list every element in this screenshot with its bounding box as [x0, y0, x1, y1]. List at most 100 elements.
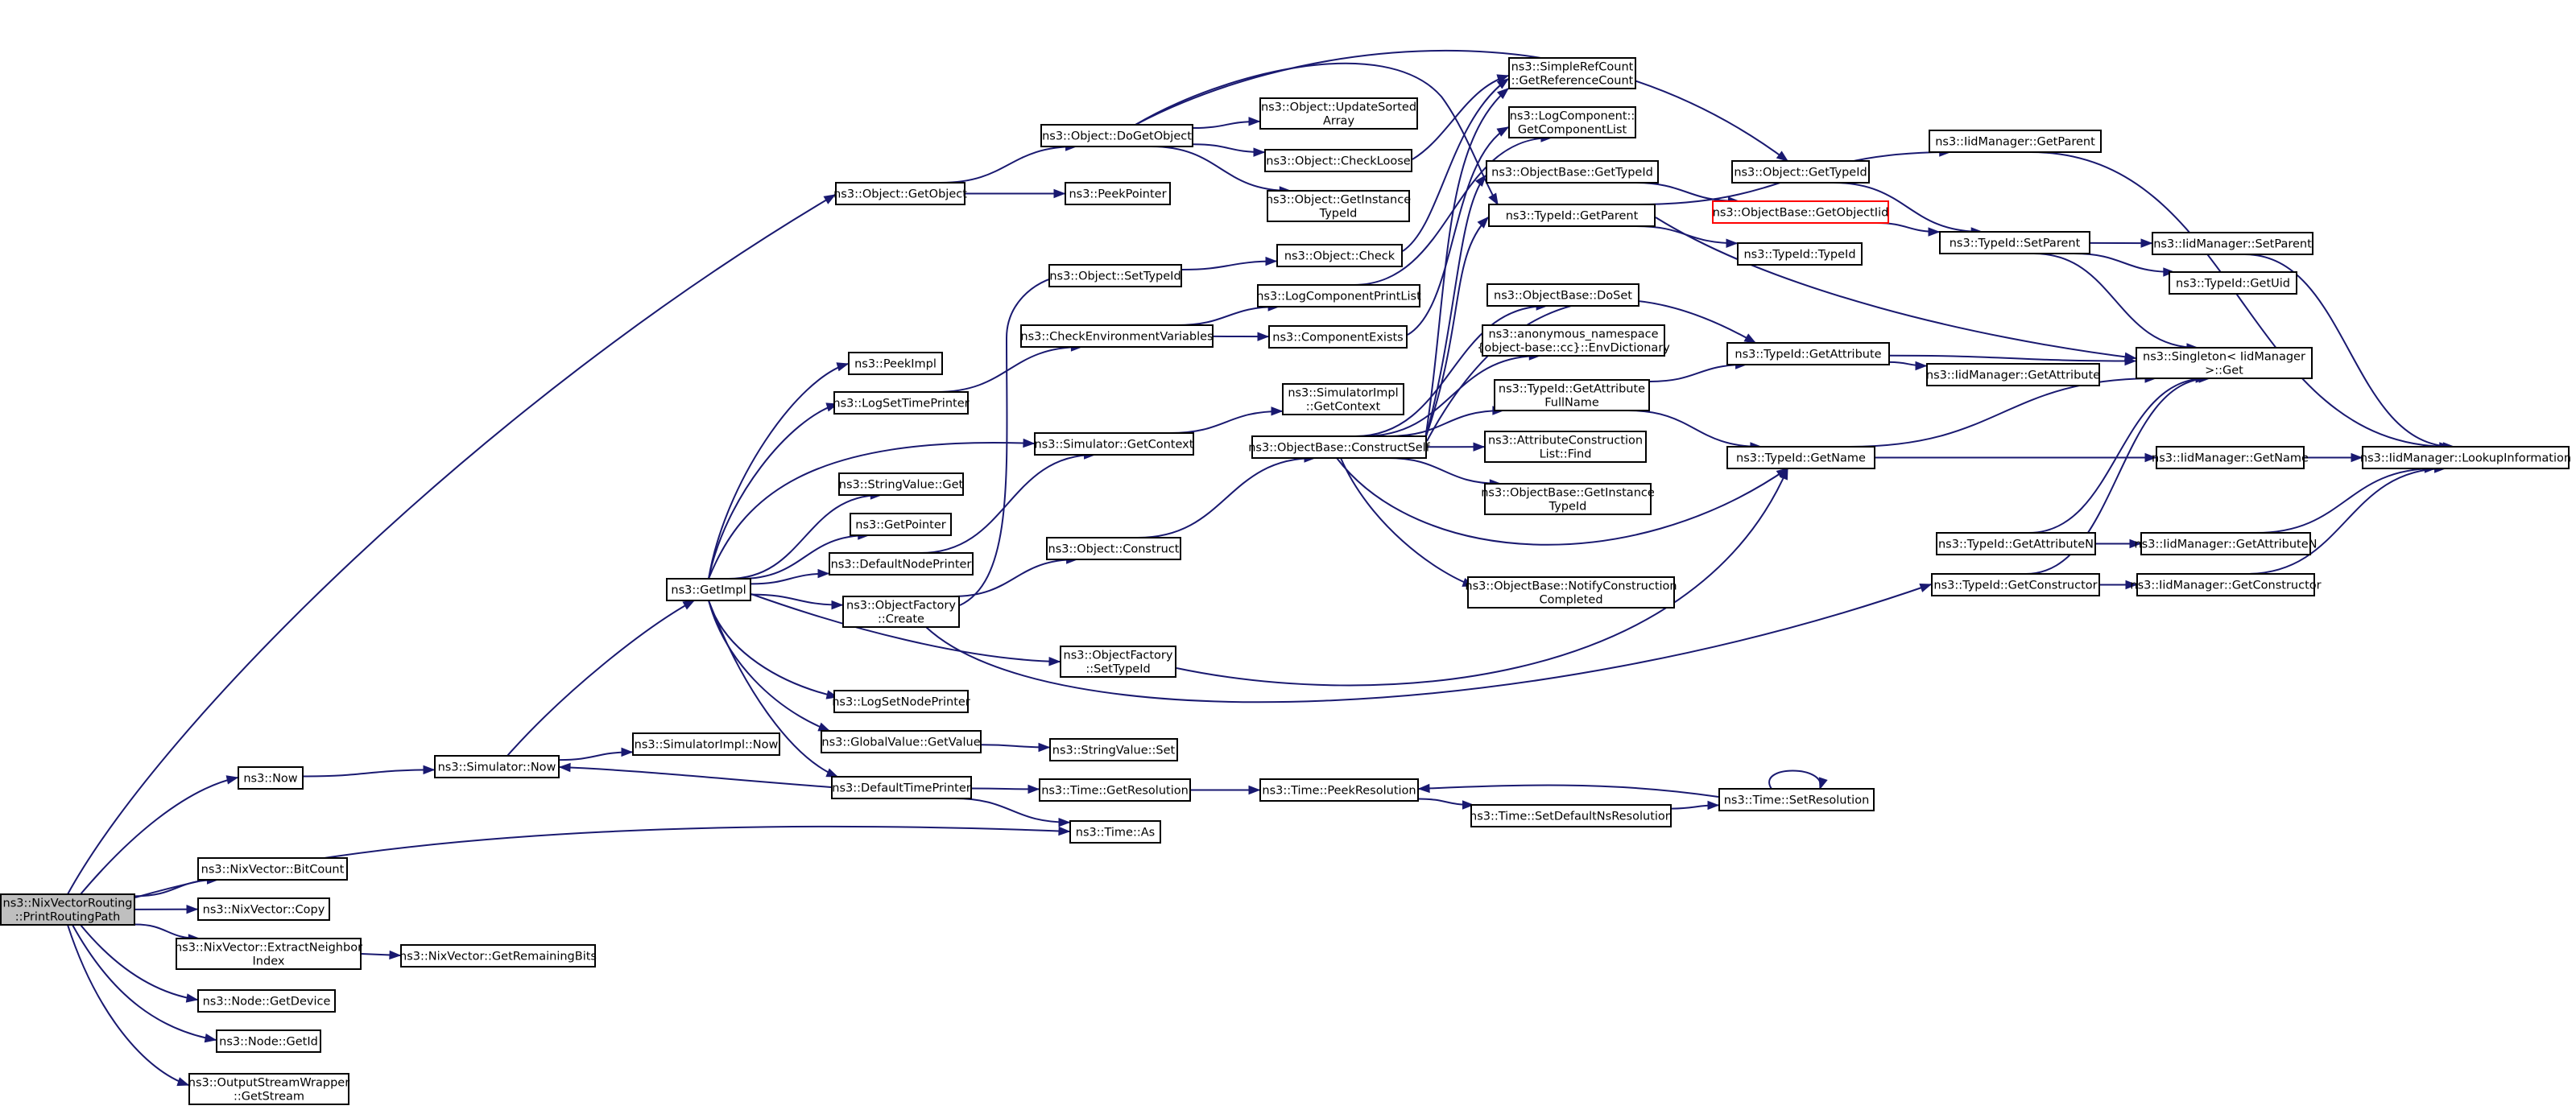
function-node-envdict[interactable]: ns3::anonymous_namespace{object-base::cc… [1477, 324, 1670, 357]
node-label: ns3::CheckEnvironmentVariables [1020, 331, 1213, 344]
edge-line [952, 559, 1077, 597]
function-node-peekimpl[interactable]: ns3::PeekImpl [848, 352, 943, 375]
function-node-dogetobject[interactable]: ns3::Object::DoGetObject [1040, 124, 1193, 147]
node-label: ns3::LogSetNodePrinter [832, 696, 970, 709]
function-node-factorysettypeid[interactable]: ns3::ObjectFactory::SetTypeId [1060, 646, 1176, 678]
function-node-typeid-getparent[interactable]: ns3::TypeId::GetParent [1488, 204, 1656, 227]
function-node-gvgetvalue[interactable]: ns3::GlobalValue::GetValue [821, 730, 982, 753]
function-node-defaulttimeprinter[interactable]: ns3::DefaultTimePrinter [831, 776, 972, 799]
function-node-remaining[interactable]: ns3::NixVector::GetRemainingBits [399, 944, 597, 968]
function-node-objbase-gettypeid[interactable]: ns3::ObjectBase::GetTypeId [1486, 160, 1659, 184]
node-label: ns3::Object::UpdateSorted [1261, 101, 1416, 114]
function-node-iid-getname[interactable]: ns3::IidManager::GetName [2152, 446, 2309, 469]
call-edge [941, 142, 1077, 184]
edge-arrowhead [1477, 216, 1489, 229]
node-label: >::Get [2205, 365, 2243, 378]
function-node-stringvalueget[interactable]: ns3::StringValue::Get [838, 472, 964, 496]
function-node-checkenv[interactable]: ns3::CheckEnvironmentVariables [1020, 324, 1214, 348]
node-box [1486, 283, 1639, 307]
function-node-defaultnodeprinter[interactable]: ns3::DefaultNodePrinter [829, 552, 974, 576]
function-node-iid-getattribute[interactable]: ns3::IidManager::GetAttribute [1926, 363, 2100, 386]
function-node-setresolution[interactable]: ns3::Time::SetResolution [1718, 788, 1875, 811]
function-node-peekresolution[interactable]: ns3::Time::PeekResolution [1259, 778, 1419, 802]
function-node-getid[interactable]: ns3::Node::GetId [216, 1029, 321, 1053]
function-node-getobjectiid[interactable]: ns3::ObjectBase::GetObjectIid [1712, 200, 1889, 224]
node-label: ns3::Object::SetTypeId [1049, 270, 1180, 283]
function-node-settypeid[interactable]: ns3::Object::SetTypeId [1048, 264, 1182, 287]
node-box [1731, 160, 1870, 184]
function-node-nixcopy[interactable]: ns3::NixVector::Copy [197, 897, 330, 921]
function-node-singleton[interactable]: ns3::Singleton< IidManager >::Get [2136, 347, 2313, 379]
function-node-getobject[interactable]: ns3::Object::GetObject [833, 182, 967, 205]
function-node-timeas[interactable]: ns3::Time::As [1069, 820, 1161, 844]
function-node-getattributen[interactable]: ns3::TypeId::GetAttributeN [1936, 532, 2096, 555]
function-node-object-gettypeid[interactable]: ns3::Object::GetTypeId [1731, 160, 1870, 184]
function-node-compexists[interactable]: ns3::ComponentExists [1268, 325, 1408, 349]
function-node-simimplgetcontext[interactable]: ns3::SimulatorImpl::GetContext [1282, 383, 1404, 415]
node-label: ns3::TypeId::GetAttribute [1499, 383, 1645, 396]
edge-line [2246, 468, 2446, 575]
edge-arrowhead [1779, 467, 1788, 481]
node-label: ns3::TypeId::GetName [1736, 452, 1866, 465]
function-node-getresolution[interactable]: ns3::Time::GetResolution [1039, 778, 1191, 802]
function-node-checkloose[interactable]: ns3::Object::CheckLoose [1264, 149, 1412, 172]
function-node-iid-getparent[interactable]: ns3::IidManager::GetParent [1929, 130, 2102, 153]
function-node-logcompprint[interactable]: ns3::LogComponentPrintList [1256, 284, 1421, 307]
function-node-objcheck[interactable]: ns3::Object::Check [1276, 244, 1403, 267]
function-node-getstream[interactable]: ns3::OutputStreamWrapper::GetStream [188, 1073, 349, 1105]
call-edge [1340, 457, 1475, 587]
function-node-notifyconst[interactable]: ns3::ObjectBase::NotifyConstructionCompl… [1465, 576, 1677, 609]
function-node-getconstructor[interactable]: ns3::TypeId::GetConstructor [1931, 573, 2100, 596]
function-node-getimpl[interactable]: ns3::GetImpl [666, 578, 751, 601]
function-node-typeid-typeid[interactable]: ns3::TypeId::TypeId [1737, 242, 1863, 266]
function-node-objconstruct[interactable]: ns3::Object::Construct [1046, 537, 1181, 560]
function-node-getdevice[interactable]: ns3::Node::GetDevice [197, 989, 336, 1013]
function-node-stringvalueset[interactable]: ns3::StringValue::Set [1049, 738, 1178, 761]
function-node-getrefcount[interactable]: ns3::SimpleRefCount::GetReferenceCount [1508, 57, 1636, 89]
function-node-setdefaultns[interactable]: ns3::Time::SetDefaultNsResolution [1470, 804, 1673, 827]
node-label: Completed [1539, 594, 1602, 607]
function-node-lognodeprinter[interactable]: ns3::LogSetNodePrinter [832, 690, 970, 713]
node-box [216, 1029, 321, 1053]
node-box [838, 472, 964, 496]
function-node-getcomplist[interactable]: ns3::LogComponent::GetComponentList [1508, 106, 1636, 138]
node-box [1282, 383, 1404, 415]
function-node-logsettime[interactable]: ns3::LogSetTimePrinter [833, 391, 970, 415]
function-node-iid-getattributen[interactable]: ns3::IidManager::GetAttributeN [2134, 532, 2318, 555]
node-label: ns3::Simulator::GetContext [1035, 439, 1194, 452]
function-node-iid-setparent[interactable]: ns3::IidManager::SetParent [2152, 232, 2313, 255]
function-node-constructself[interactable]: ns3::ObjectBase::ConstructSelf [1248, 435, 1431, 459]
node-box [1020, 324, 1214, 348]
call-edge [1417, 783, 1719, 798]
edge-line [1412, 75, 1509, 160]
edge-line [1176, 468, 1788, 687]
function-node-simimplnow[interactable]: ns3::SimulatorImpl::Now [632, 732, 780, 756]
function-node-getuid[interactable]: ns3::TypeId::GetUid [2169, 271, 2297, 295]
function-node-typeid-getname[interactable]: ns3::TypeId::GetName [1726, 446, 1875, 469]
function-node-bitcount[interactable]: ns3::NixVector::BitCount [197, 857, 348, 881]
call-edge [1418, 798, 1474, 810]
function-node-doset[interactable]: ns3::ObjectBase::DoSet [1486, 283, 1639, 307]
function-node-getpointer[interactable]: ns3::GetPointer [850, 513, 952, 536]
function-node-iid-getconstructor[interactable]: ns3::IidManager::GetConstructor [2130, 573, 2322, 596]
function-node-typeid-setparent[interactable]: ns3::TypeId::SetParent [1939, 231, 2090, 254]
function-node-typeid-getattribute[interactable]: ns3::TypeId::GetAttribute [1726, 342, 1890, 365]
call-edge [1627, 410, 1763, 452]
function-node-simnow[interactable]: ns3::Simulator::Now [434, 755, 560, 778]
function-node-root[interactable]: ns3::NixVectorRouting::PrintRoutingPath [0, 893, 135, 926]
edge-line [67, 194, 836, 895]
function-node-now[interactable]: ns3::Now [238, 766, 304, 790]
node-box [821, 730, 982, 753]
function-node-peekpointer[interactable]: ns3::PeekPointer [1065, 182, 1171, 205]
function-node-factorycreate[interactable]: ns3::ObjectFactory::Create [842, 596, 960, 628]
function-node-lookupinfo[interactable]: ns3::IidManager::LookupInformation [2360, 446, 2571, 469]
call-edge [2090, 238, 2153, 248]
function-node-simgetcontext[interactable]: ns3::Simulator::GetContext [1034, 432, 1194, 456]
edge-line [1336, 457, 1788, 546]
